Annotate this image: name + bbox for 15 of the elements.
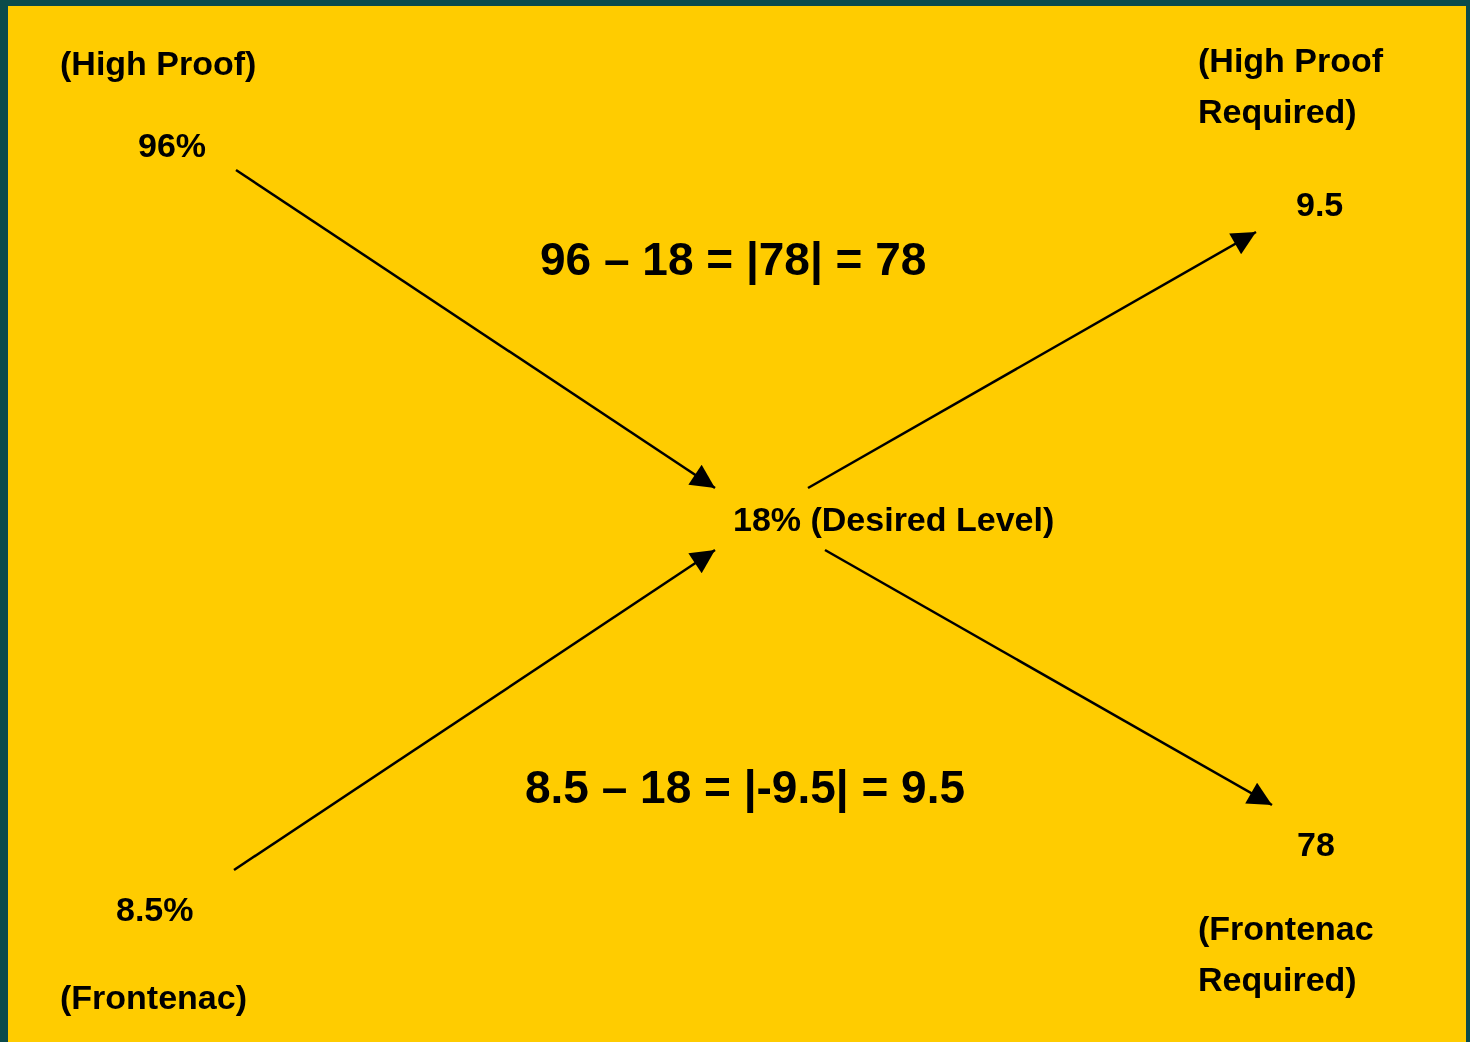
equation-text: 96 – 18 = |78| = 78 [540, 232, 927, 286]
caption-text: (Frontenac Required) [1198, 908, 1375, 1000]
arrow [233, 548, 716, 872]
value-text: 18% (Desired Level) [733, 500, 1055, 538]
equation-text: 8.5 – 18 = |-9.5| = 9.5 [525, 760, 966, 814]
value-text: 96% [138, 126, 207, 164]
value-text: 78 [1297, 825, 1335, 863]
caption-text: (High Proof Required) [1198, 40, 1385, 132]
caption-text: (High Proof) [60, 43, 258, 84]
arrow [824, 548, 1273, 807]
arrow [807, 230, 1257, 490]
arrow [235, 168, 716, 490]
value-text: 8.5% [116, 890, 194, 928]
value-text: 9.5 [1296, 185, 1344, 223]
caption-text: (Frontenac) [60, 977, 248, 1018]
